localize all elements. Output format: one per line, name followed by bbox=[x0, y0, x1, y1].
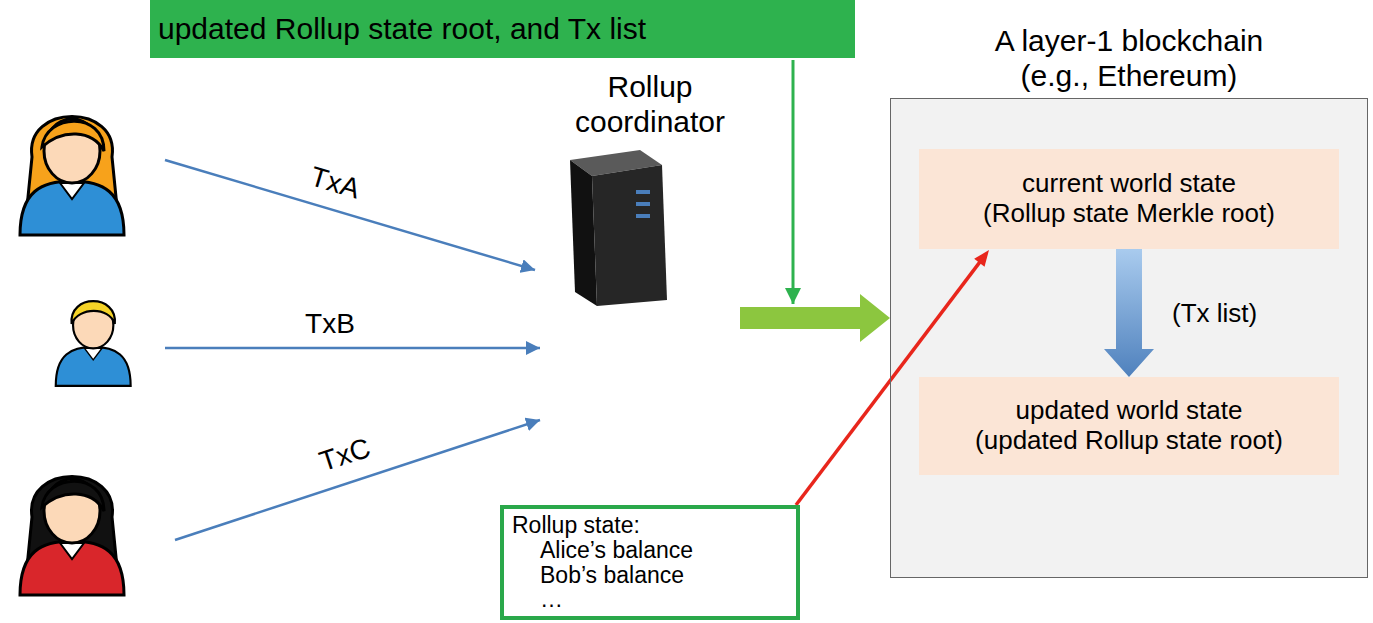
server-icon bbox=[636, 214, 650, 218]
server-icon bbox=[592, 165, 667, 306]
person-icon bbox=[42, 481, 104, 511]
person-icon bbox=[56, 301, 131, 386]
panel-fill bbox=[890, 98, 1368, 578]
rollup-state-box: Rollup state:Alice’s balanceBob’s balanc… bbox=[500, 505, 800, 620]
node-text: … bbox=[512, 587, 788, 612]
tx-arrow bbox=[165, 160, 540, 540]
panel-heading: A layer-1 blockchain (e.g., Ethereum) bbox=[979, 24, 1279, 93]
person-icon bbox=[42, 121, 104, 151]
node-text: current world state (Rollup state Merkle… bbox=[980, 169, 1279, 229]
tx-arrow bbox=[175, 420, 540, 540]
node-text: Rollup state: bbox=[512, 513, 788, 538]
tx-label: TxA bbox=[307, 161, 364, 206]
tx-arrow bbox=[165, 160, 535, 270]
person-icon bbox=[60, 543, 84, 559]
tx-arrow bbox=[165, 347, 540, 350]
person-icon bbox=[20, 477, 124, 596]
person-icon bbox=[20, 541, 124, 595]
node-text: updated Rollup state root, and Tx list bbox=[158, 12, 646, 46]
tx-label: TxB bbox=[305, 308, 355, 340]
state-box: current world state (Rollup state Merkle… bbox=[919, 149, 1339, 249]
node-text: Alice’s balance bbox=[512, 538, 788, 563]
node-text: Bob’s balance bbox=[512, 563, 788, 588]
arrow-head bbox=[974, 250, 989, 267]
person-icon bbox=[56, 347, 131, 386]
submit-arrow bbox=[793, 60, 794, 304]
tx-label: TxC bbox=[316, 432, 375, 478]
person-icon bbox=[60, 183, 84, 199]
coordinator-server: Rollup coordinator bbox=[560, 70, 740, 330]
server-icon bbox=[636, 202, 650, 206]
server-icon bbox=[570, 150, 667, 306]
edge-label: (Tx list) bbox=[1169, 298, 1260, 329]
person-icon bbox=[85, 348, 102, 360]
server-icon bbox=[636, 190, 650, 194]
block-arrow bbox=[1104, 249, 1154, 377]
node-text: updated world state (updated Rollup stat… bbox=[969, 396, 1289, 456]
person-icon bbox=[71, 301, 114, 324]
submit-arrow bbox=[792, 60, 795, 304]
panel-fill bbox=[890, 98, 1368, 578]
state-box: updated world state (updated Rollup stat… bbox=[919, 377, 1339, 475]
person-icon bbox=[20, 181, 124, 235]
person-icon bbox=[20, 117, 124, 236]
blockchain-panel: A layer-1 blockchain (e.g., Ethereum)cur… bbox=[890, 98, 1368, 578]
message-box: updated Rollup state root, and Tx list bbox=[150, 0, 855, 58]
block-arrow bbox=[740, 294, 890, 342]
block-arrow bbox=[740, 294, 890, 342]
block-arrow bbox=[1104, 249, 1154, 377]
node-text: Rollup coordinator bbox=[560, 70, 740, 139]
